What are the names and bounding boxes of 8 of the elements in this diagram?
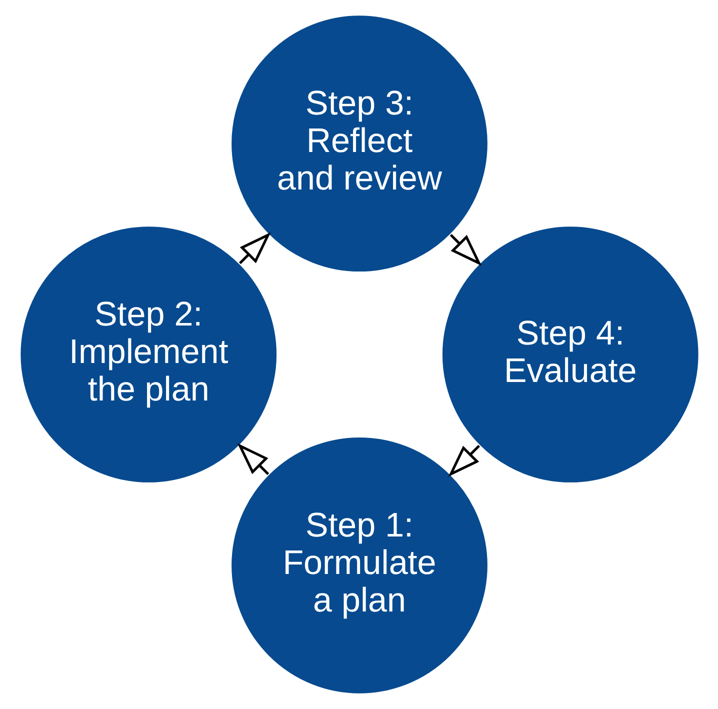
node-circle: Step 2: Implement the plan: [18, 224, 278, 484]
arrow: [449, 234, 482, 266]
node-circle: Step 4: Evaluate: [440, 224, 700, 484]
node-circle: Step 1: Formulate a plan: [229, 436, 489, 696]
arrow: [448, 444, 480, 477]
arrow: [238, 232, 270, 264]
arrow: [236, 443, 269, 476]
node-circle: Step 3: Reflect and review: [229, 14, 489, 274]
